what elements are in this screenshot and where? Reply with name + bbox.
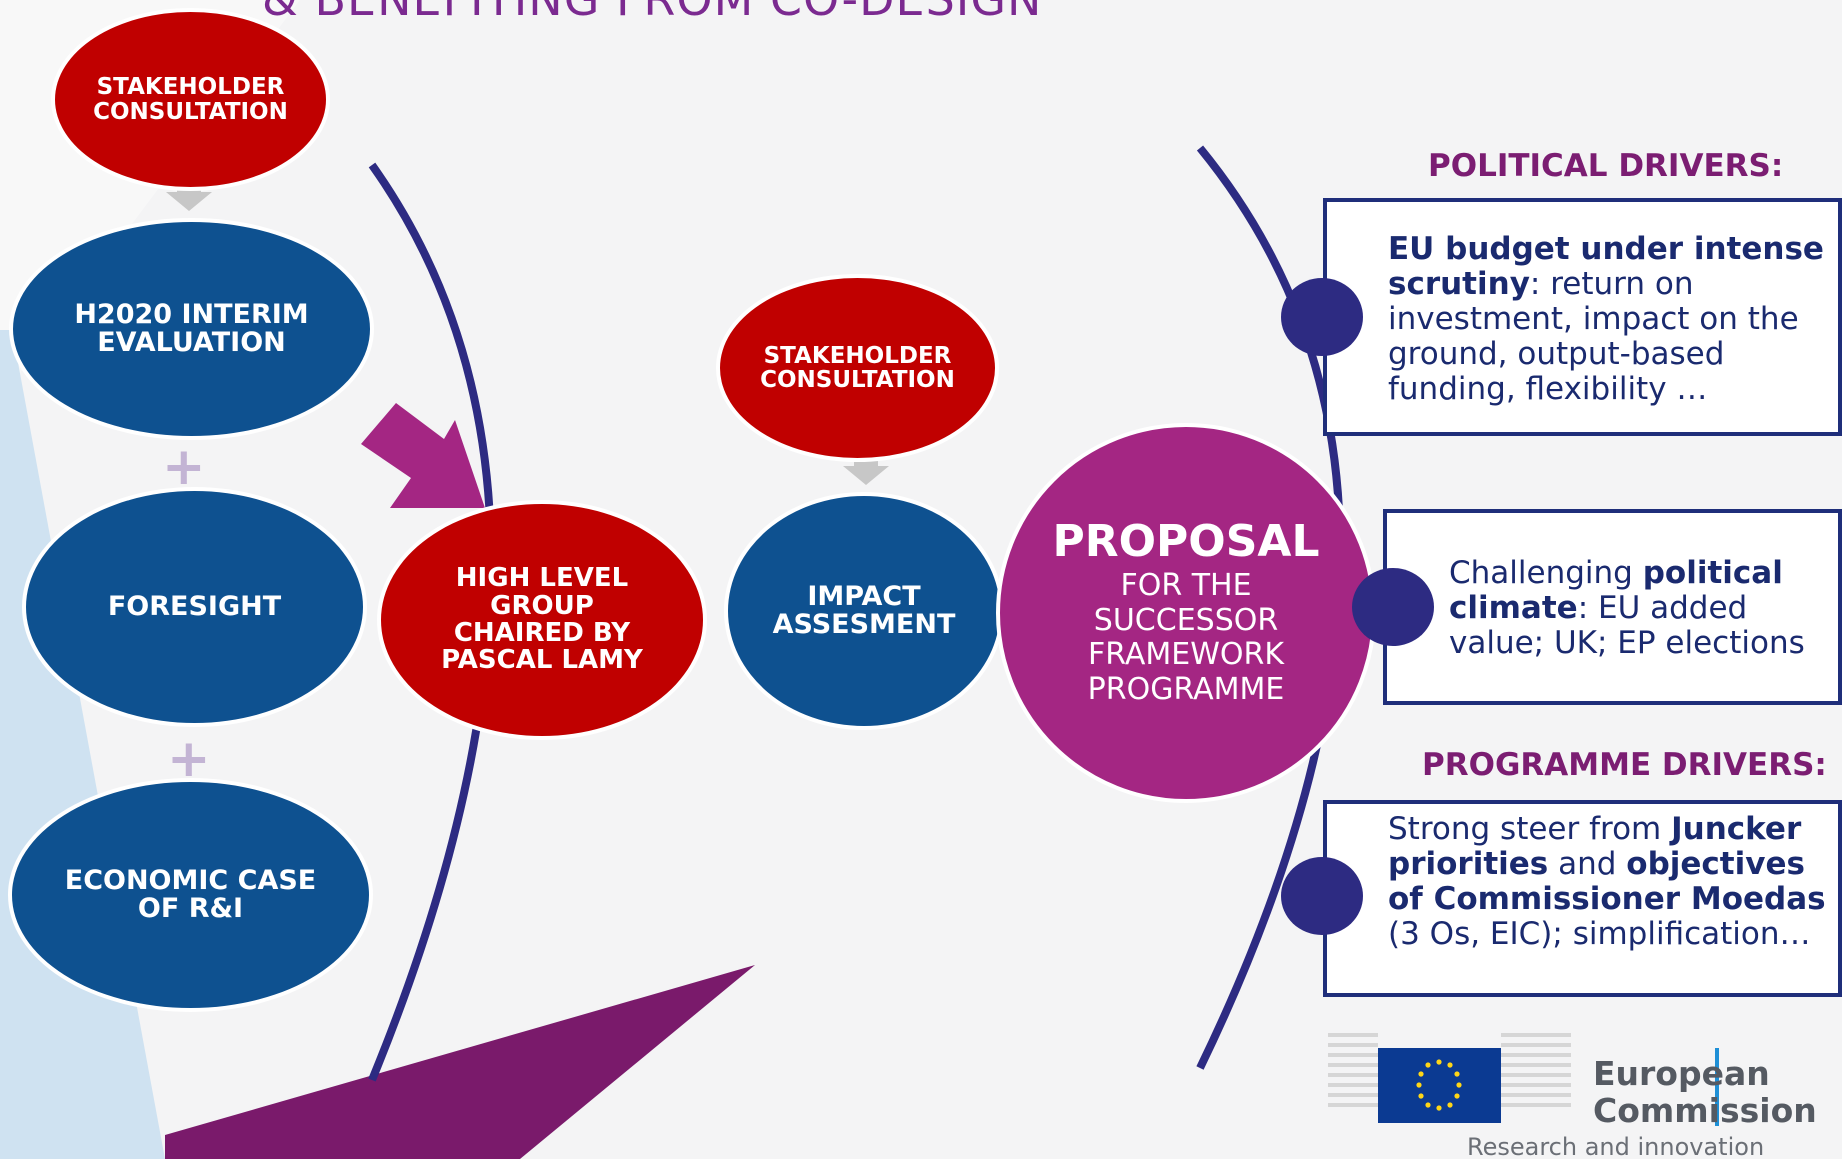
node-label: CONSULTATION: [93, 98, 288, 125]
logo-wordmark: European Commission: [1593, 1054, 1817, 1130]
impact-assessment-node: IMPACT ASSESMENT: [724, 492, 1004, 730]
driver-text: : EU added value; UK; EP elections: [1449, 590, 1805, 662]
political-drivers-heading: POLITICAL DRIVERS:: [1428, 148, 1784, 184]
bullet-dot: [1352, 568, 1434, 646]
bg-purple-triangle: [165, 965, 755, 1159]
node-label: CHAIRED BY: [453, 618, 631, 648]
economic-case-node: ECONOMIC CASE OF R&I: [8, 778, 373, 1012]
bg-light-blue-triangle: [0, 330, 165, 1159]
node-label: PASCAL LAMY: [441, 645, 643, 676]
node-label: EVALUATION: [97, 327, 286, 358]
driver-box-political-climate: Challenging political climate: EU added …: [1383, 509, 1842, 705]
high-level-group-node: HIGH LEVEL GROUP CHAIRED BY PASCAL LAMY: [377, 500, 707, 740]
node-label: FRAMEWORK: [1087, 637, 1285, 673]
node-label: PROGRAMME: [1087, 671, 1285, 707]
driver-bold-text: political climate: [1449, 555, 1783, 627]
node-label: STAKEHOLDER: [763, 342, 952, 369]
eu-flag: [1378, 1048, 1501, 1123]
driver-bold-text: Juncker priorities: [1388, 811, 1802, 883]
foresight-node: FORESIGHT: [22, 487, 367, 727]
plus-sign: +: [162, 437, 206, 497]
logo-subtitle: Research and innovation: [1467, 1133, 1765, 1159]
logo-line: European: [1593, 1054, 1770, 1093]
node-label: IMPACT: [807, 580, 921, 612]
driver-bold-text: objectives of Commissioner Moedas: [1388, 846, 1826, 918]
node-label: FORESIGHT: [107, 590, 282, 622]
driver-bold-text: EU budget under intense scrutiny: [1388, 231, 1824, 303]
bullet-dot: [1281, 857, 1363, 935]
big-purple-arrow: [361, 403, 485, 508]
stakeholder-consultation-node-2: STAKEHOLDER CONSULTATION: [716, 274, 999, 462]
driver-text: and: [1548, 846, 1627, 883]
node-label: SUCCESSOR: [1093, 602, 1279, 638]
node-label: HIGH LEVEL: [455, 563, 629, 594]
logo-line: Commission: [1593, 1090, 1817, 1130]
stakeholder-consultation-node: STAKEHOLDER CONSULTATION: [51, 8, 330, 191]
node-label: H2020 INTERIM: [74, 298, 309, 330]
slide-title: & BENEFITING FROM CO-DESIGN: [262, 0, 1042, 26]
node-label: STAKEHOLDER: [96, 74, 285, 101]
node-label: OF R&I: [137, 893, 244, 924]
plus-sign: +: [167, 729, 211, 789]
proposal-heading: PROPOSAL: [1052, 515, 1320, 567]
driver-box-budget: EU budget under intense scrutiny: return…: [1323, 198, 1842, 436]
node-label: ECONOMIC CASE: [64, 864, 317, 896]
h2020-interim-evaluation-node: H2020 INTERIM EVALUATION: [9, 218, 374, 440]
node-label: CONSULTATION: [760, 367, 955, 393]
driver-box-juncker: Strong steer from Juncker priorities and…: [1323, 800, 1842, 997]
driver-text: Strong steer from: [1388, 811, 1672, 847]
driver-text: (3 Os, EIC); simplification…: [1388, 916, 1811, 953]
driver-text: : return on investment, impact on the gr…: [1388, 266, 1799, 408]
node-label: GROUP: [490, 590, 594, 621]
ec-building-logo: [1328, 1033, 1719, 1126]
node-label: ASSESMENT: [772, 609, 956, 640]
node-label: FOR THE: [1120, 568, 1252, 604]
driver-text: Challenging: [1449, 555, 1643, 591]
proposal-node: PROPOSAL FOR THE SUCCESSOR FRAMEWORK PRO…: [996, 423, 1376, 803]
programme-drivers-heading: PROGRAMME DRIVERS:: [1422, 747, 1827, 783]
bullet-dot: [1281, 278, 1363, 356]
